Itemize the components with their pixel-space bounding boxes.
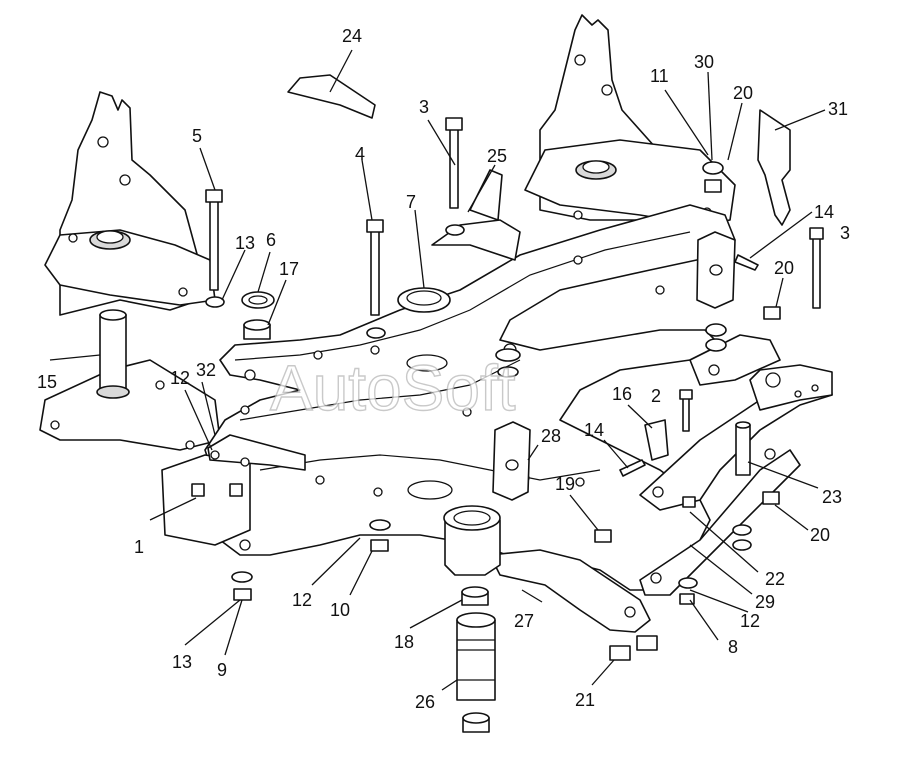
callout-21: 21 — [575, 690, 595, 710]
right-bracket — [524, 14, 736, 226]
callout-18: 18 — [394, 632, 414, 652]
callout-8: 8 — [728, 637, 738, 657]
callout-27: 27 — [514, 611, 534, 631]
callout-3: 3 — [419, 97, 429, 117]
callout-29: 29 — [755, 592, 775, 612]
callout-9: 9 — [217, 660, 227, 680]
callout-12: 12 — [292, 590, 312, 610]
callout-13: 13 — [235, 233, 255, 253]
part-27-arm — [489, 549, 651, 633]
callout-16: 16 — [612, 384, 632, 404]
callouts: 24 3 30 11 20 31 5 4 25 7 14 3 13 6 17 2… — [37, 26, 850, 712]
callout-30: 30 — [694, 52, 714, 72]
callout-7: 7 — [406, 192, 416, 212]
callout-26: 26 — [415, 692, 435, 712]
brackets-24-25 — [287, 74, 521, 261]
callout-10: 10 — [330, 600, 350, 620]
callout-32: 32 — [196, 360, 216, 380]
callout-1: 1 — [134, 537, 144, 557]
callout-2: 2 — [651, 386, 661, 406]
callout-13: 13 — [172, 652, 192, 672]
callout-3: 3 — [840, 223, 850, 243]
callout-6: 6 — [266, 230, 276, 250]
callout-20: 20 — [810, 525, 830, 545]
nuts-washers — [205, 161, 781, 661]
callout-25: 25 — [487, 146, 507, 166]
leader-lines — [49, 49, 826, 691]
callout-31: 31 — [828, 99, 848, 119]
watermark: AutoSoft — [270, 352, 516, 424]
callout-23: 23 — [822, 487, 842, 507]
bushings — [397, 287, 501, 733]
callout-14: 14 — [814, 202, 834, 222]
callout-20: 20 — [774, 258, 794, 278]
callout-11: 11 — [650, 66, 669, 86]
callout-14: 14 — [584, 420, 604, 440]
callout-28: 28 — [541, 426, 561, 446]
callout-24: 24 — [342, 26, 362, 46]
part-15-pin — [96, 309, 130, 399]
right-linkage — [639, 334, 833, 596]
left-bracket — [39, 91, 221, 451]
callout-19: 19 — [555, 474, 575, 494]
mounting-plate-1 — [161, 434, 306, 546]
callout-12: 12 — [170, 368, 190, 388]
callout-12: 12 — [740, 611, 760, 631]
callout-15: 15 — [37, 372, 57, 392]
callout-17: 17 — [279, 259, 299, 279]
callout-22: 22 — [765, 569, 785, 589]
bolts — [205, 117, 824, 432]
blocks — [492, 231, 759, 501]
part-31-plate — [757, 109, 791, 226]
callout-20: 20 — [733, 83, 753, 103]
callout-4: 4 — [355, 144, 365, 164]
callout-5: 5 — [192, 126, 202, 146]
